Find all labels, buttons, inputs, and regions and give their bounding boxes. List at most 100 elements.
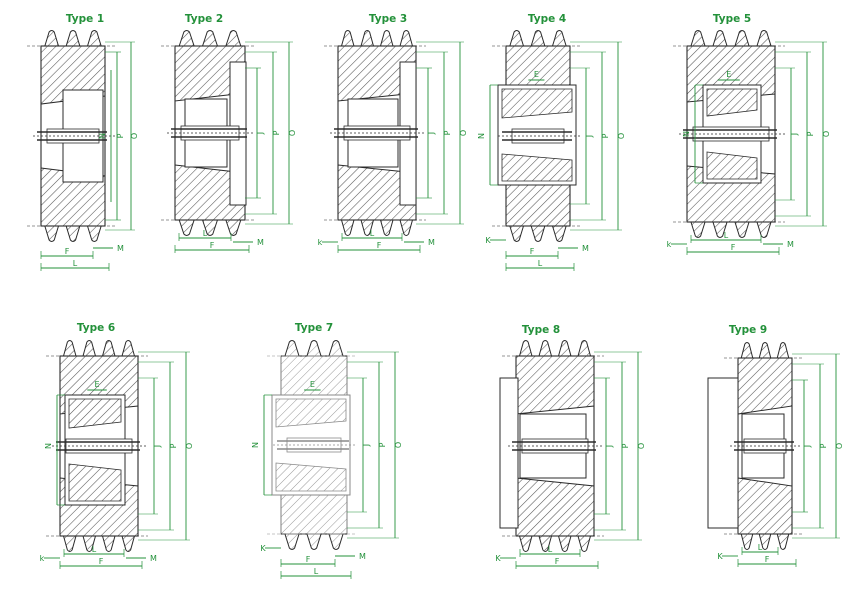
hub-upper-hatch [275, 398, 347, 428]
dim-label-J: J [585, 135, 594, 138]
upper-section-hatch [737, 357, 793, 415]
dim-label-F: F [731, 243, 736, 252]
dim-label-F: F [530, 247, 535, 256]
pulley-title: Type 3 [369, 13, 407, 25]
dim-label-M: M [150, 554, 157, 563]
dim-label-E: E [534, 70, 539, 79]
top-grooves [281, 340, 347, 357]
dim-label-K: k [667, 240, 672, 249]
dim-label-M: M [787, 240, 794, 249]
bottom-grooves [281, 533, 347, 550]
bottom-grooves [60, 535, 138, 552]
pulley-title: Type 5 [713, 13, 751, 25]
dim-label-N: N [682, 131, 691, 137]
dim-label-J: J [605, 445, 614, 448]
hub-flange [707, 377, 739, 529]
dim-label-O: O [822, 131, 831, 137]
dim-label-O: O [459, 130, 468, 136]
dim-label-F: F [765, 555, 770, 564]
dim-label-L: L [548, 545, 553, 554]
top-grooves [516, 340, 594, 357]
top-grooves [60, 340, 138, 357]
hub-lower-hatch [68, 463, 122, 502]
top-grooves [738, 342, 792, 359]
dim-label-M: M [359, 552, 366, 561]
dim-label-N: N [477, 133, 486, 139]
dim-label-K: k [318, 238, 323, 247]
hub-upper-hatch [706, 88, 758, 117]
bottom-grooves [687, 221, 775, 238]
dim-label-O: O [637, 443, 646, 449]
dim-label-K: K [495, 554, 501, 563]
dim-label-N: N [251, 442, 260, 448]
dim-label-O: O [130, 133, 139, 139]
pulley-title: Type 8 [522, 324, 560, 336]
hub-flange [499, 377, 519, 529]
top-grooves [175, 30, 245, 47]
dim-label-J: J [803, 445, 812, 448]
lower-section-hatch [737, 477, 793, 535]
dim-label-E: E [726, 70, 731, 79]
dim-label-F: F [306, 555, 311, 564]
dim-label-L: L [370, 229, 375, 238]
bore [180, 125, 240, 141]
dim-label-P: P [116, 133, 125, 138]
dim-label-P: P [272, 130, 281, 135]
dim-label-P: P [378, 442, 387, 447]
dim-label-M: M [428, 238, 435, 247]
hub-upper-hatch [501, 88, 573, 119]
pulley-title: Type 6 [77, 322, 115, 334]
dim-label-P: P [621, 443, 630, 448]
dim-label-J: J [153, 445, 162, 448]
hub-upper-hatch [68, 398, 122, 429]
bottom-grooves [41, 225, 105, 242]
dim-label-O: O [185, 443, 194, 449]
dim-label-J: J [256, 132, 265, 135]
dim-label-F: F [210, 241, 215, 250]
bore [65, 438, 133, 454]
pulley-title: Type 1 [66, 13, 104, 25]
pulley-title: Type 4 [528, 13, 566, 25]
pulley-title: Type 7 [295, 322, 333, 334]
bottom-grooves [516, 535, 594, 552]
dim-label-P: P [443, 130, 452, 135]
dim-label-M: M [117, 244, 124, 253]
bottom-grooves [506, 225, 570, 242]
lower-section-hatch [515, 477, 595, 537]
dim-label-L: L [92, 545, 97, 554]
dim-label-L: L [73, 259, 78, 268]
dim-label-O: O [288, 130, 297, 136]
pulley-title: Type 2 [185, 13, 223, 25]
pulley-type-5: Type 5 N J P O Ek L M F [667, 13, 831, 255]
hub-lower-hatch [706, 151, 758, 180]
bottom-grooves [175, 219, 245, 236]
bottom-grooves [338, 219, 416, 236]
dim-label-F: F [99, 557, 104, 566]
bore [343, 125, 411, 141]
hub-lower-hatch [275, 462, 347, 492]
dim-label-O: O [835, 443, 844, 449]
dim-label-L: L [724, 231, 729, 240]
dim-label-J: J [427, 132, 436, 135]
pulley-type-3: Type 3 J P Ok L M F [318, 13, 468, 253]
top-grooves [338, 30, 416, 47]
dim-label-J: J [362, 444, 371, 447]
dim-label-J: J [790, 133, 799, 136]
dim-label-P: P [819, 443, 828, 448]
dim-label-K: K [260, 544, 266, 553]
dim-label-N: N [44, 443, 53, 449]
dim-label-N: N [98, 133, 107, 139]
dim-label-P: P [806, 131, 815, 136]
dim-label-F: F [377, 241, 382, 250]
dim-label-O: O [394, 442, 403, 448]
dim-label-F: F [65, 247, 70, 256]
top-grooves [506, 30, 570, 47]
